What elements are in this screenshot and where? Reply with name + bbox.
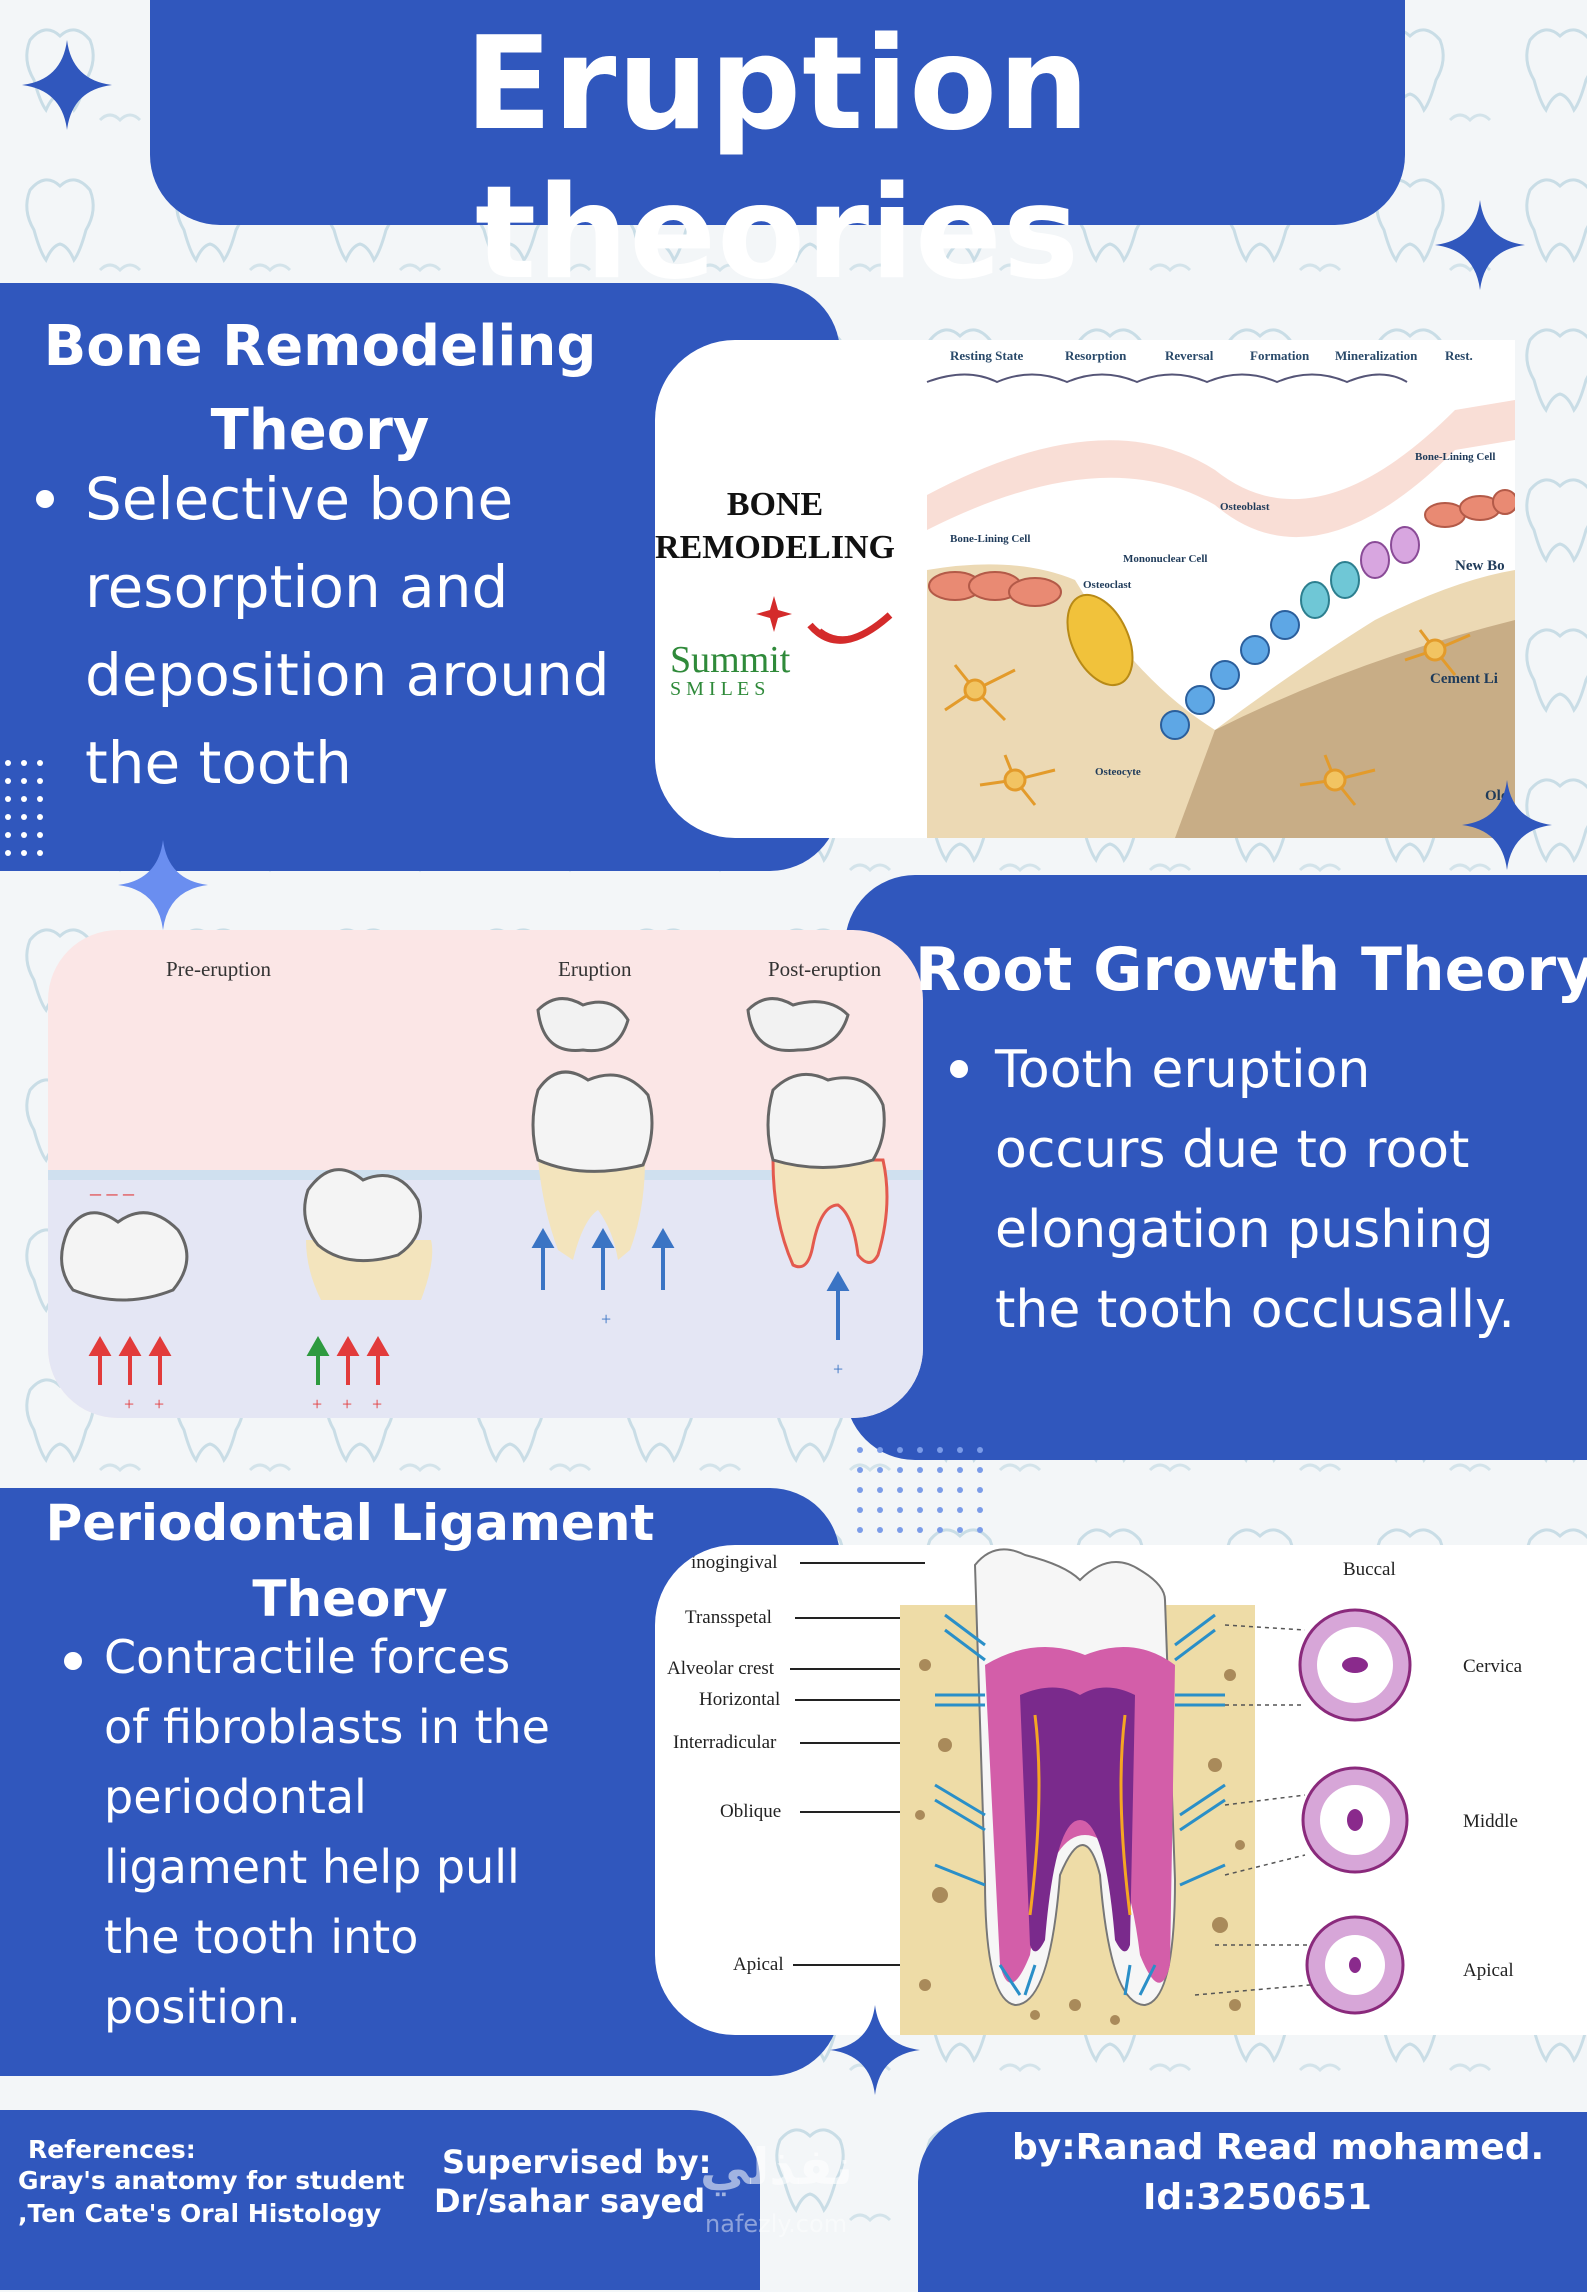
bone-section-text: Selective bone resorption and deposition… [85,465,610,797]
pdl-section-text: Contractile forces of fibroblasts in the… [104,1630,550,2034]
svg-text:Alveolar crest: Alveolar crest [667,1658,775,1679]
svg-text:Mononuclear Cell: Mononuclear Cell [1123,553,1207,565]
watermark-arabic: نفذلي [700,2138,854,2196]
bone-remodeling-image: BONE REMODELING Summit S M I L E S Resti… [655,340,1515,838]
stage-labels: Resting State Resorption Reversal Format… [950,348,1473,363]
bone-remodeling-diagram: BONE REMODELING Summit S M I L E S Resti… [655,348,1515,838]
positive-charge-label: + [372,1394,382,1414]
root-section-text: Tooth eruption occurs due to root elonga… [995,1040,1515,1340]
svg-text:S M I L E S: S M I L E S [670,678,765,700]
references-line: ,Ten Cate's Oral Histology [18,2199,382,2228]
svg-text:Formation: Formation [1250,348,1310,363]
positive-charge-label: + [312,1394,322,1414]
svg-text:Reversal: Reversal [1165,348,1214,363]
bullet-dot [64,1652,82,1670]
dot-grid-decoration [857,1447,983,1533]
sparkle-icon [830,2005,920,2095]
references-line: Gray's anatomy for student [18,2166,405,2195]
summit-smiles-logo: Summit S M I L E S [670,596,893,700]
stage-label: Pre-eruption [166,957,271,981]
references-title: References: [28,2135,196,2164]
svg-text:Middle: Middle [1463,1811,1518,1832]
svg-text:New Bo: New Bo [1455,558,1505,574]
svg-text:Buccal: Buccal [1343,1559,1396,1580]
svg-text:Summit: Summit [670,639,791,681]
positive-charge-label: + [833,1359,843,1379]
watermark-url: nafezly.com [705,2210,848,2238]
positive-charge-label: + [601,1309,611,1329]
svg-text:Osteocyte: Osteocyte [1095,766,1141,778]
svg-text:Interradicular: Interradicular [673,1732,777,1753]
positive-charge-label: + [342,1394,352,1414]
dot-grid-decoration [5,760,43,856]
root-growth-image: Pre-eruption Eruption Post-eruption – – … [48,930,923,1418]
author-id: Id:3250651 [1143,2177,1372,2218]
stage-label: Post-eruption [768,957,882,981]
pdl-image: inogingival Transspetal Alveolar crest H… [655,1545,1587,2035]
sparkle-icon [118,840,208,930]
svg-text:Bone-Lining Cell: Bone-Lining Cell [1415,451,1495,463]
negative-charge-label: – – – [89,1180,135,1205]
section-labels: Buccal Cervica Middle Apical [1343,1559,1523,1981]
svg-text:inogingival: inogingival [691,1552,778,1573]
svg-text:Apical: Apical [1463,1960,1514,1981]
sparkle-icon [1435,200,1525,290]
positive-charge-label: + [154,1394,164,1414]
svg-text:Osteoclast: Osteoclast [1083,579,1132,591]
root-growth-diagram: Pre-eruption Eruption Post-eruption – – … [48,957,923,1418]
sparkle-icon [1462,780,1552,870]
root-section-title: Root Growth Theory [915,935,1587,1005]
svg-text:Horizontal: Horizontal [699,1689,780,1710]
svg-text:Resorption: Resorption [1065,348,1127,363]
supervised-title: Supervised by: [442,2143,712,2181]
sparkle-icon [22,40,112,130]
stage-label: Eruption [558,957,632,981]
svg-text:Mineralization: Mineralization [1335,348,1418,363]
bullet-dot [36,490,54,508]
svg-text:Cervica: Cervica [1463,1656,1523,1677]
svg-text:Resting State: Resting State [950,348,1024,363]
svg-text:Transspetal: Transspetal [685,1607,772,1628]
page-title: Eruption theories [464,10,1091,308]
svg-text:Rest.: Rest. [1445,348,1473,363]
pdl-fiber-diagram: inogingival Transspetal Alveolar crest H… [667,1548,1523,2035]
svg-text:Apical: Apical [733,1954,784,1975]
svg-text:Osteoblast: Osteoblast [1220,501,1270,513]
fiber-labels: inogingival Transspetal Alveolar crest H… [667,1552,784,1975]
svg-text:Oblique: Oblique [720,1801,781,1822]
positive-charge-label: + [124,1394,134,1414]
bone-heading: REMODELING [655,529,895,566]
bone-heading: BONE [727,486,823,523]
pdl-section-title: Periodontal Ligament Theory [45,1494,655,1628]
bone-section-title: Bone Remodeling Theory [43,314,597,463]
bullet-dot [950,1060,968,1078]
title-banner [150,0,1405,225]
svg-text:Cement Li: Cement Li [1430,671,1498,687]
author-name: by:Ranad Read mohamed. [1012,2127,1545,2168]
root-section-panel [845,875,1587,1460]
supervisor-name: Dr/sahar sayed [434,2182,706,2220]
svg-text:Bone-Lining Cell: Bone-Lining Cell [950,533,1030,545]
